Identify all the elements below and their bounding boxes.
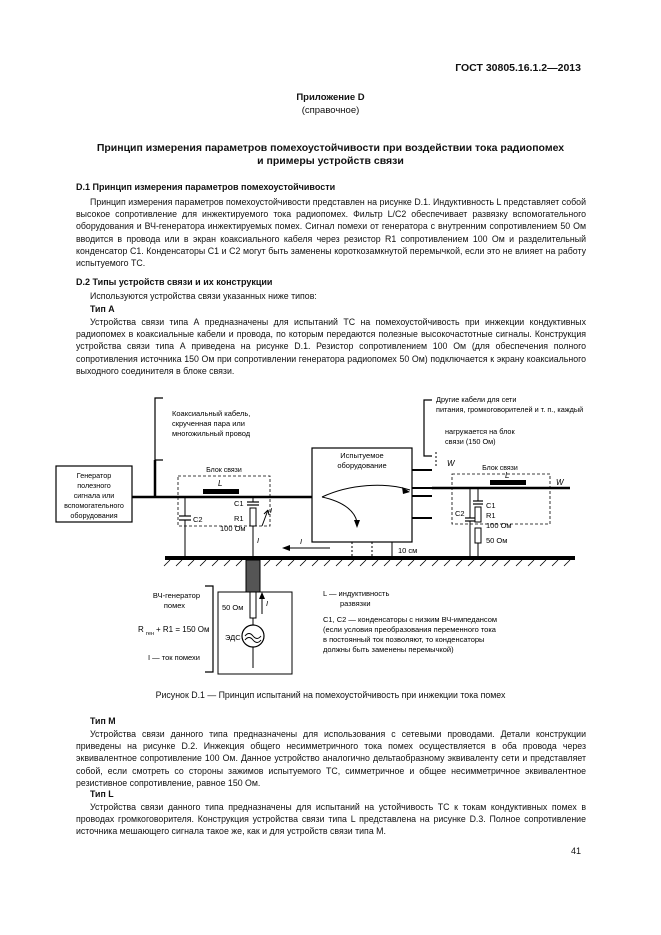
type-m-label: Тип М (90, 716, 116, 726)
type-l-label: Тип L (90, 789, 114, 799)
legend-L-2: развязки (340, 599, 371, 608)
gen-line4: вспомогательного (64, 501, 124, 510)
gen-line3: сигнала или (74, 491, 115, 500)
left-C2-label: C2 (193, 515, 203, 524)
eut-box (311, 447, 413, 543)
section-d1-paragraph: Принцип измерения параметров помехоустой… (76, 197, 586, 269)
generator-box (55, 465, 133, 523)
right-block-label: Блок связи (482, 465, 518, 472)
coax-label-3: многожильный провод (172, 429, 251, 438)
right-coupling-block (451, 473, 551, 525)
coax-down (245, 559, 261, 593)
eut-line2: оборудование (337, 461, 386, 470)
right-L-label: L (505, 471, 509, 480)
ground-I-label: I (300, 537, 302, 546)
left-I-label: I (270, 506, 272, 515)
coax-label-1: Коаксиальный кабель, (172, 409, 250, 418)
gen-I-label: I (266, 599, 268, 608)
figure-caption: Рисунок D.1 — Принцип испытаний на помех… (155, 690, 506, 700)
type-a-label: Тип А (90, 304, 115, 314)
w-label-top: W (447, 459, 456, 468)
other-cables-1: Другие кабели для сети (436, 395, 516, 404)
left-C1-label: C1 (234, 499, 244, 508)
legend-C-1: C1, C2 — конденсаторы с низким ВЧ-импеда… (323, 615, 497, 624)
main-title-line2: и примеры устройств связи (257, 155, 404, 167)
left-R1-label: R1 (234, 514, 244, 523)
i-note: I — ток помехи (148, 653, 200, 662)
legend-C-2: (если условия преобразования переменного… (323, 625, 497, 634)
gen-line1: Генератор (77, 471, 111, 480)
gen-line2: полезного (77, 481, 111, 490)
w-label-right: W (556, 478, 565, 487)
right-C2-label: C2 (455, 509, 465, 518)
standard-header: ГОСТ 30805.16.1.2—2013 (455, 62, 581, 74)
height-label: 10 см (398, 546, 417, 555)
r50-resistor (249, 591, 257, 619)
other-cables-4: связи (150 Ом) (445, 437, 496, 446)
rf-gen-2: помех (164, 601, 185, 610)
left-block-label: Блок связи (206, 467, 242, 474)
right-50-label: 50 Ом (486, 536, 507, 545)
main-title-line1: Принцип измерения параметров помехоустой… (96, 142, 565, 154)
other-cables-bracket (423, 399, 432, 457)
r-formula: R (138, 625, 144, 634)
legend-C-4: должны быть заменены перемычкой) (323, 645, 454, 654)
rf-gen-1: ВЧ-генератор (153, 591, 200, 600)
right-C1-label: C1 (486, 501, 496, 510)
left-100-label: 100 Ом (220, 524, 246, 533)
page-number: 41 (570, 846, 581, 856)
other-cables-2: питания, громкоговорителей и т. п., кажд… (436, 405, 583, 414)
r-formula-rest: + R1 = 150 Ом (156, 625, 210, 634)
coax-label-2: скрученная пара или (172, 419, 245, 428)
section-d1-heading: D.1 Принцип измерения параметров помехоу… (76, 182, 336, 192)
other-cables-3: нагружается на блок (445, 427, 515, 436)
left-L-label: L (218, 479, 222, 488)
type-a-paragraph: Устройства связи типа А предназначены дл… (76, 317, 586, 376)
coax-bracket (154, 397, 163, 461)
figure-d1-diagram: Коаксиальный кабель, скрученная пара или… (55, 395, 583, 675)
eut-line1: Испытуемое (340, 451, 383, 460)
r-formula-sub: ген (146, 631, 154, 637)
legend-L-1: L — индуктивность (323, 589, 389, 598)
r50-label: 50 Ом (222, 603, 243, 612)
right-R1-label: R1 (486, 511, 496, 520)
section-d2-intro: Используются устройства связи указанных … (90, 291, 317, 301)
left-coupling-block (177, 475, 271, 527)
gen-line5: оборудования (70, 511, 117, 520)
left-R1 (249, 507, 257, 527)
vert-I-label: I (257, 536, 259, 545)
left-inductor (203, 489, 239, 494)
annex-subtitle: (справочное) (301, 105, 360, 116)
ground-plane (165, 556, 575, 560)
annex-title: Приложение D (296, 92, 365, 103)
section-d2-heading: D.2 Типы устройств связи и их конструкци… (76, 277, 273, 287)
right-100-label: 100 Ом (486, 521, 512, 530)
legend-C-3: в постоянный ток позволяют, то конденсат… (323, 635, 484, 644)
type-l-paragraph: Устройства связи данного типа предназнач… (76, 802, 586, 837)
main-title: Принцип измерения параметров помехоустой… (0, 142, 661, 168)
eds-label: ЭДС (225, 633, 241, 642)
right-inductor (490, 480, 526, 485)
type-m-paragraph: Устройства связи данного типа предназнач… (76, 729, 586, 788)
